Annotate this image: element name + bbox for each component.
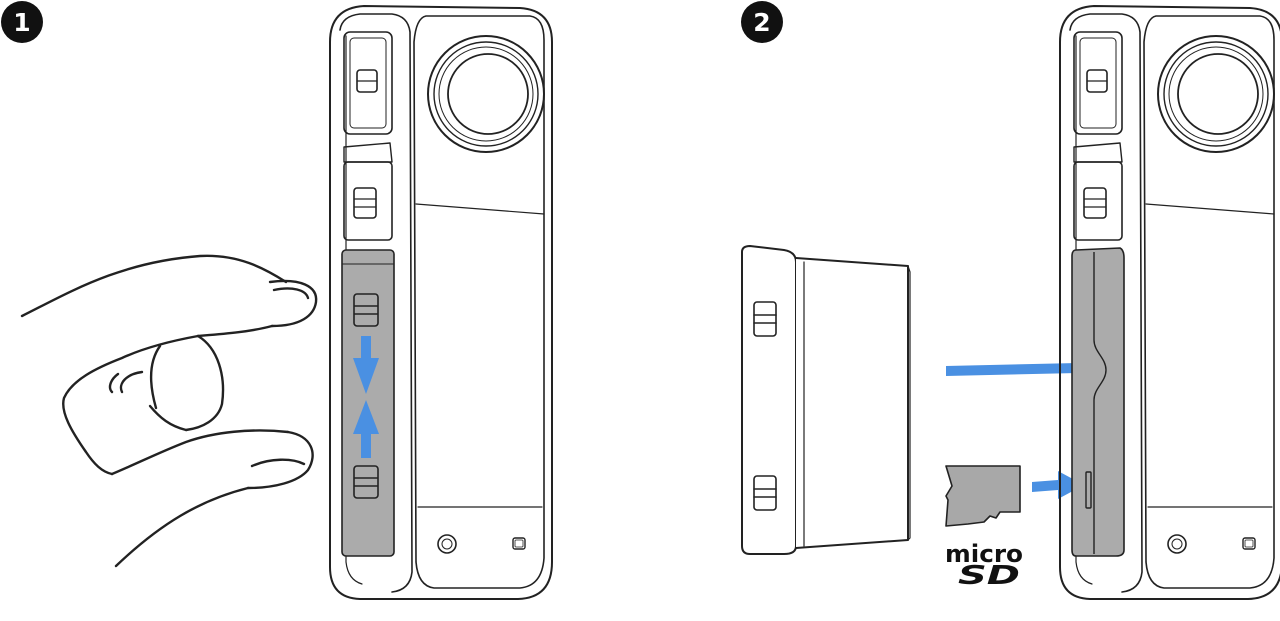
slide-arrow-up bbox=[353, 400, 379, 458]
insert-battery-arrow bbox=[946, 354, 1106, 382]
camera-step-2 bbox=[1059, 5, 1280, 600]
battery-compartment bbox=[1071, 247, 1125, 557]
step-2-badge: 2 bbox=[741, 1, 783, 43]
door-latch-bottom bbox=[353, 465, 379, 499]
step-2-number: 2 bbox=[753, 8, 770, 37]
step-1-panel: 1 bbox=[1, 1, 553, 600]
step-2-panel: 2 micro SD bbox=[741, 1, 1280, 600]
step-1-badge: 1 bbox=[1, 1, 43, 43]
step-1-number: 1 bbox=[13, 8, 30, 37]
microsd-card bbox=[945, 465, 1021, 527]
insert-card-arrow bbox=[1032, 471, 1084, 499]
battery-latch-bottom bbox=[753, 475, 777, 511]
hand-illustration bbox=[20, 254, 318, 568]
battery-latch-top bbox=[753, 301, 777, 337]
battery-door bbox=[341, 249, 395, 557]
microsd-slot bbox=[1085, 471, 1092, 509]
slide-arrow-down bbox=[353, 336, 379, 394]
door-latch-top bbox=[353, 293, 379, 327]
microsd-logo: micro SD bbox=[945, 540, 1023, 591]
svg-text:SD: SD bbox=[958, 561, 1020, 591]
battery-pack bbox=[741, 245, 911, 555]
camera-step-1 bbox=[329, 5, 553, 600]
svg-text:micro: micro bbox=[945, 540, 1023, 568]
